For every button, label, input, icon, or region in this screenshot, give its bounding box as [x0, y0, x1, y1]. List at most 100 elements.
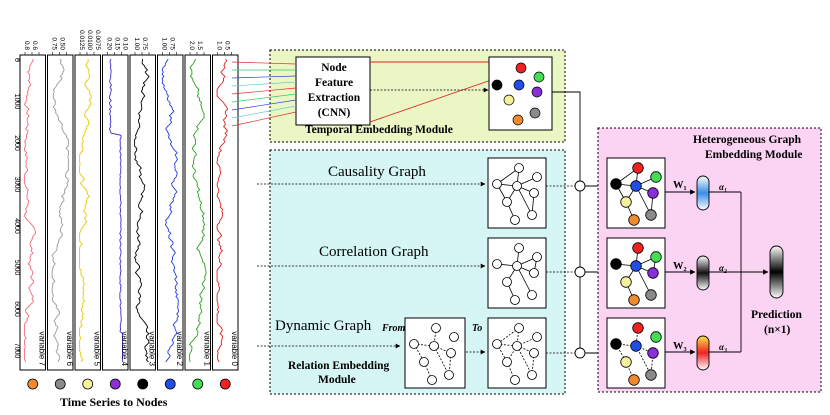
graph-node: [630, 340, 642, 352]
graph-node: [532, 252, 542, 262]
y-tick-label: 5000: [13, 260, 20, 276]
ts-node-2: [82, 378, 94, 390]
merge-circle: [574, 180, 586, 192]
temporal-module-title: Temporal Embedding Module: [305, 124, 453, 136]
ts-series-3: [108, 58, 123, 362]
top-tick-label: 2.0: [188, 41, 195, 50]
graph-node: [650, 251, 662, 263]
graph-node: [529, 348, 539, 358]
graph-node: [429, 341, 439, 351]
prediction-label: Prediction: [751, 309, 802, 321]
y-tick-label: 1000: [13, 94, 20, 110]
graph-node: [532, 332, 542, 342]
graph-node: [502, 357, 512, 367]
ts-node-4: [137, 378, 149, 390]
graph-node: [502, 197, 512, 207]
top-tick-label: 0.20: [106, 37, 113, 50]
graph-node: [529, 268, 539, 278]
to-label: To: [472, 323, 483, 334]
graph-node: [512, 181, 522, 191]
graph-node: [620, 276, 632, 288]
graph-node: [514, 163, 524, 173]
graph-node: [512, 341, 522, 351]
graph-node: [510, 295, 520, 305]
embedding-node: [512, 114, 524, 126]
ts-panel-0: [19, 54, 46, 371]
embedding-node: [529, 107, 541, 119]
graph-diagram: [492, 323, 542, 385]
variable-label: variable 1: [203, 331, 212, 366]
dynamic-graph-label: Dynamic Graph: [275, 318, 372, 334]
graph-node: [449, 332, 459, 342]
graph-node: [630, 180, 642, 192]
top-tick-label: 0.0075: [94, 30, 101, 50]
y-tick-label: 0: [13, 58, 20, 62]
top-tick-label: 0.15: [114, 37, 121, 50]
graph-node: [510, 375, 520, 385]
embedding-node: [533, 71, 545, 83]
embedding-node: [515, 62, 527, 74]
graph-node: [446, 348, 456, 358]
ts-node-0: [27, 378, 39, 390]
graph-node: [492, 339, 502, 349]
ts-series-2: [79, 58, 92, 363]
y-tick-label: 3000: [13, 177, 20, 193]
variable-label: variable 7: [38, 331, 47, 366]
graph-node: [431, 323, 441, 333]
variable-label: variable 4: [120, 331, 129, 366]
ts-series-0: [24, 58, 37, 363]
ts-series-7: [216, 58, 229, 363]
top-tick-label: 0.6: [31, 41, 38, 50]
graph-node: [620, 356, 632, 368]
relation-module-title-line1: Relation Embedding: [288, 360, 390, 372]
ts-node-1: [54, 378, 66, 390]
graph-node: [492, 179, 502, 189]
graph-node: [647, 187, 659, 199]
node-feature-line1: Node: [321, 62, 347, 74]
graph-node: [610, 338, 622, 350]
graph-node: [650, 171, 662, 183]
graph-node: [510, 215, 520, 225]
graph-node: [645, 289, 657, 301]
graph-node: [610, 258, 622, 270]
top-tick-label: 0.5: [224, 41, 231, 50]
from-label: From: [382, 323, 406, 334]
hetero-module-title-line2: Embedding Module: [705, 149, 803, 161]
graph-node: [409, 339, 419, 349]
graph-node: [514, 243, 524, 253]
graph-node: [632, 162, 644, 174]
top-tick-label: 1.5: [196, 41, 203, 50]
graph-diagram: [610, 322, 662, 386]
node-feature-line3: Extraction: [307, 92, 361, 104]
y-tick-label: 7000: [13, 343, 20, 359]
time-series-caption: Time Series to Nodes: [60, 395, 168, 409]
ts-node-3: [109, 378, 121, 390]
ts-series-4: [134, 58, 150, 363]
ts-panel-4: [129, 54, 156, 371]
variable-label: variable 5: [93, 331, 102, 366]
embedding-node: [513, 79, 525, 91]
graph-node: [419, 357, 429, 367]
embedding-node: [531, 86, 543, 98]
y-tick-label: 6000: [13, 301, 20, 317]
embedding-node: [491, 79, 503, 91]
alpha-1-label: α₁: [719, 182, 728, 192]
graph-diagram: [610, 162, 662, 226]
prediction-vector: [769, 245, 784, 299]
graph-node: [527, 290, 537, 300]
top-tick-label: 0.75: [141, 37, 148, 50]
ts-series-1: [51, 58, 69, 363]
variable-label: variable 3: [148, 331, 157, 366]
ts-panel-1: [47, 54, 74, 371]
graph-node: [502, 277, 512, 287]
graph-node: [628, 294, 640, 306]
y-tick-label: 4000: [13, 218, 20, 234]
graph-node: [492, 259, 502, 269]
node-feature-line2: Feature: [314, 77, 354, 89]
variable-label: variable 6: [65, 331, 74, 366]
top-tick-label: 0.8: [23, 41, 30, 50]
weight-1-label: W₁: [673, 180, 687, 191]
embedding-vector: [696, 335, 710, 371]
graph-node: [647, 347, 659, 359]
